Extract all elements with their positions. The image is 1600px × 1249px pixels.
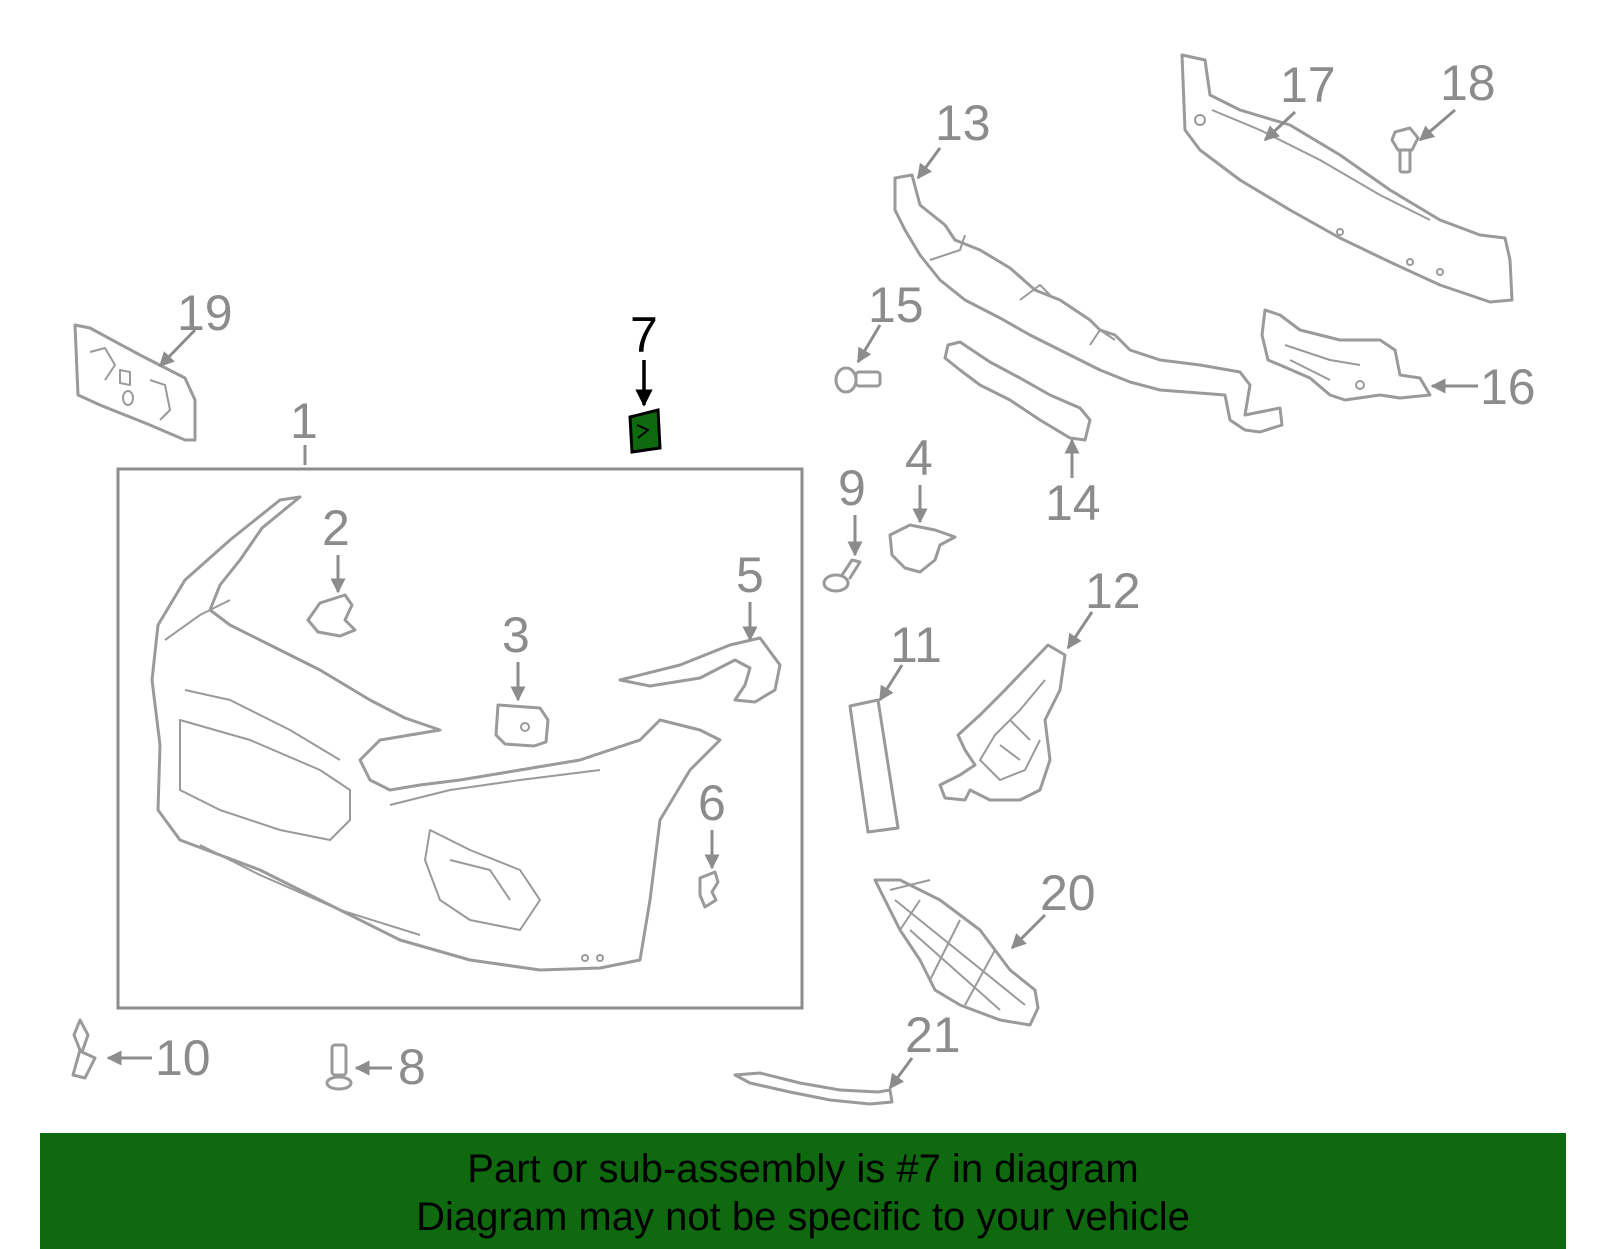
leader-11 bbox=[878, 664, 904, 702]
callout-12: 12 bbox=[1085, 563, 1141, 619]
part-13-shape bbox=[893, 173, 1284, 434]
part-4-shape bbox=[888, 523, 957, 574]
callout-17: 17 bbox=[1280, 57, 1336, 113]
part-18-shape bbox=[1390, 126, 1420, 174]
part-19-shape bbox=[73, 323, 197, 442]
callout-21: 21 bbox=[905, 1007, 961, 1063]
part-3-shape bbox=[494, 703, 550, 748]
leader-18 bbox=[1418, 108, 1456, 142]
part-8-shape bbox=[325, 1043, 353, 1091]
leader-21 bbox=[888, 1057, 914, 1090]
callout-10: 10 bbox=[155, 1030, 211, 1086]
part-2-shape bbox=[306, 593, 357, 638]
callout-3: 3 bbox=[502, 607, 530, 663]
part-16-shape bbox=[1260, 308, 1432, 402]
callout-13: 13 bbox=[935, 95, 991, 151]
callout-9: 9 bbox=[838, 460, 866, 516]
callout-11: 11 bbox=[890, 617, 942, 673]
callout-14: 14 bbox=[1045, 475, 1101, 531]
callout-18: 18 bbox=[1440, 55, 1496, 111]
leader-13 bbox=[916, 147, 942, 180]
callout-6: 6 bbox=[698, 775, 726, 831]
part-6-shape bbox=[698, 870, 720, 909]
part-20-shape bbox=[873, 878, 1040, 1027]
callout-4: 4 bbox=[905, 430, 933, 486]
part-9-shape bbox=[822, 558, 862, 593]
part-11-shape bbox=[848, 698, 900, 834]
callout-19: 19 bbox=[177, 285, 233, 341]
part-7-highlighted bbox=[628, 408, 662, 454]
part-17-shape bbox=[1180, 53, 1514, 304]
info-banner: Part or sub-assembly is #7 in diagram Di… bbox=[40, 1133, 1566, 1249]
assembly-box bbox=[116, 467, 804, 1010]
callout-16: 16 bbox=[1480, 359, 1536, 415]
part-21-shape bbox=[733, 1071, 894, 1106]
leader-19 bbox=[158, 328, 197, 368]
bumper-cover-part bbox=[150, 495, 722, 972]
callout-2: 2 bbox=[322, 500, 350, 556]
part-10-shape bbox=[71, 1018, 97, 1080]
leader-15 bbox=[856, 324, 882, 364]
leader-17 bbox=[1263, 110, 1297, 142]
callout-8: 8 bbox=[398, 1039, 426, 1095]
callout-20: 20 bbox=[1040, 865, 1096, 921]
part-5-shape bbox=[618, 636, 782, 704]
leader-12 bbox=[1066, 611, 1094, 650]
callout-15: 15 bbox=[868, 277, 924, 333]
part-14-shape bbox=[943, 340, 1092, 442]
part-12-shape bbox=[938, 643, 1067, 802]
banner-line-2: Diagram may not be specific to your vehi… bbox=[416, 1195, 1190, 1239]
part-15-shape bbox=[834, 366, 882, 394]
callout-7: 7 bbox=[630, 307, 658, 363]
banner-line-1: Part or sub-assembly is #7 in diagram bbox=[467, 1147, 1139, 1191]
callout-1: 1 bbox=[290, 393, 318, 449]
callout-5: 5 bbox=[736, 547, 764, 603]
leader-20 bbox=[1010, 913, 1047, 950]
